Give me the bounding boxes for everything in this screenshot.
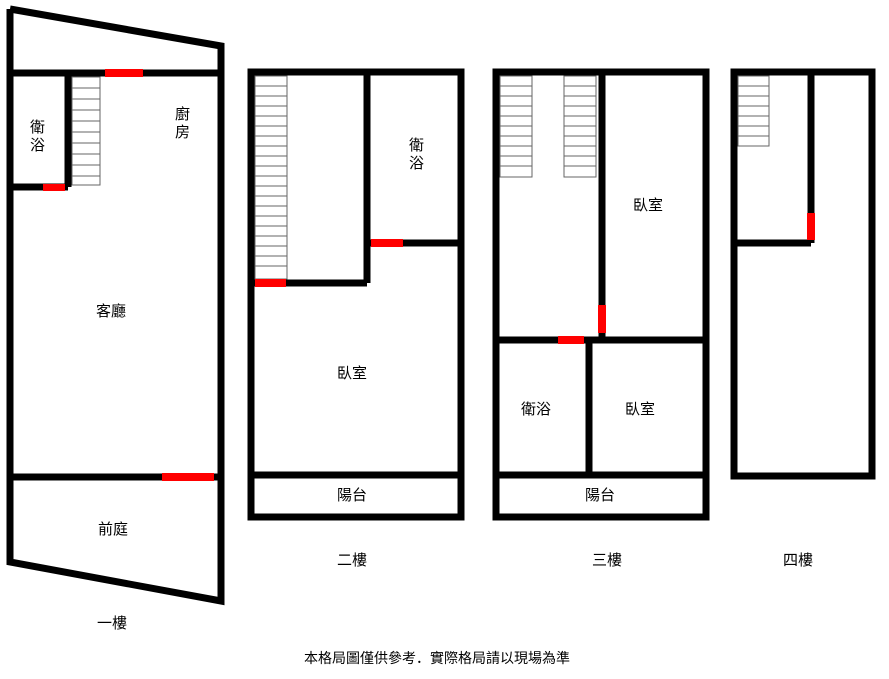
floor-3-doors xyxy=(558,305,606,344)
floor-3-walls xyxy=(492,68,710,521)
floor-1-doors xyxy=(43,69,214,481)
floor-1-label: 一樓 xyxy=(97,614,127,632)
floor-4-label: 四樓 xyxy=(783,551,813,569)
floor-4-walls xyxy=(730,68,876,480)
f1-bath-label-2: 浴 xyxy=(30,136,45,154)
f1-kitchen-label-2: 房 xyxy=(175,123,190,141)
floor-2-plan: 衛 浴 臥室 陽台 二樓 xyxy=(247,68,465,569)
door-stair xyxy=(807,213,815,240)
floor-4-doors xyxy=(807,213,815,240)
floor-2-doors xyxy=(255,239,403,287)
floor-4-plan: 四樓 xyxy=(730,68,876,569)
f1-front-yard-label: 前庭 xyxy=(98,520,128,538)
f3-bedroom-top-label: 臥室 xyxy=(633,196,663,214)
floor-1-stairs xyxy=(71,76,101,186)
door-bath xyxy=(558,336,584,344)
door-front xyxy=(162,473,214,481)
door-rear xyxy=(105,69,143,77)
footnote-disclaimer: 本格局圖僅供參考．實際格局請以現場為準 xyxy=(304,650,570,667)
f2-bedroom-label: 臥室 xyxy=(337,364,367,382)
f3-bath-label: 衛浴 xyxy=(521,400,551,418)
f2-balcony-label: 陽台 xyxy=(337,486,367,504)
floor-3-stairs xyxy=(499,75,597,178)
floor-2-stairs xyxy=(254,75,288,280)
door-stair xyxy=(255,279,286,287)
floor-1-plan: 衛 浴 廚 房 客廳 前庭 一樓 xyxy=(6,5,225,632)
floor-2-label: 二樓 xyxy=(337,551,367,569)
f3-bedroom-bottom-label: 臥室 xyxy=(625,400,655,418)
door-bath xyxy=(43,184,65,191)
f2-bath-label-1: 衛 xyxy=(409,136,424,154)
floor-3-label: 三樓 xyxy=(592,551,622,569)
f1-kitchen-label-1: 廚 xyxy=(175,105,190,123)
floor-2-walls xyxy=(247,68,465,521)
f1-bath-label-1: 衛 xyxy=(30,118,45,136)
f2-bath-label-2: 浴 xyxy=(409,154,424,172)
floor-4-stairs xyxy=(737,75,770,147)
floor-3-plan: 臥室 衛浴 臥室 陽台 三樓 xyxy=(492,68,710,569)
door-bath xyxy=(371,239,403,247)
door-bedroom-top xyxy=(598,305,606,333)
f3-balcony-label: 陽台 xyxy=(585,486,615,504)
f1-living-label: 客廳 xyxy=(96,302,126,320)
